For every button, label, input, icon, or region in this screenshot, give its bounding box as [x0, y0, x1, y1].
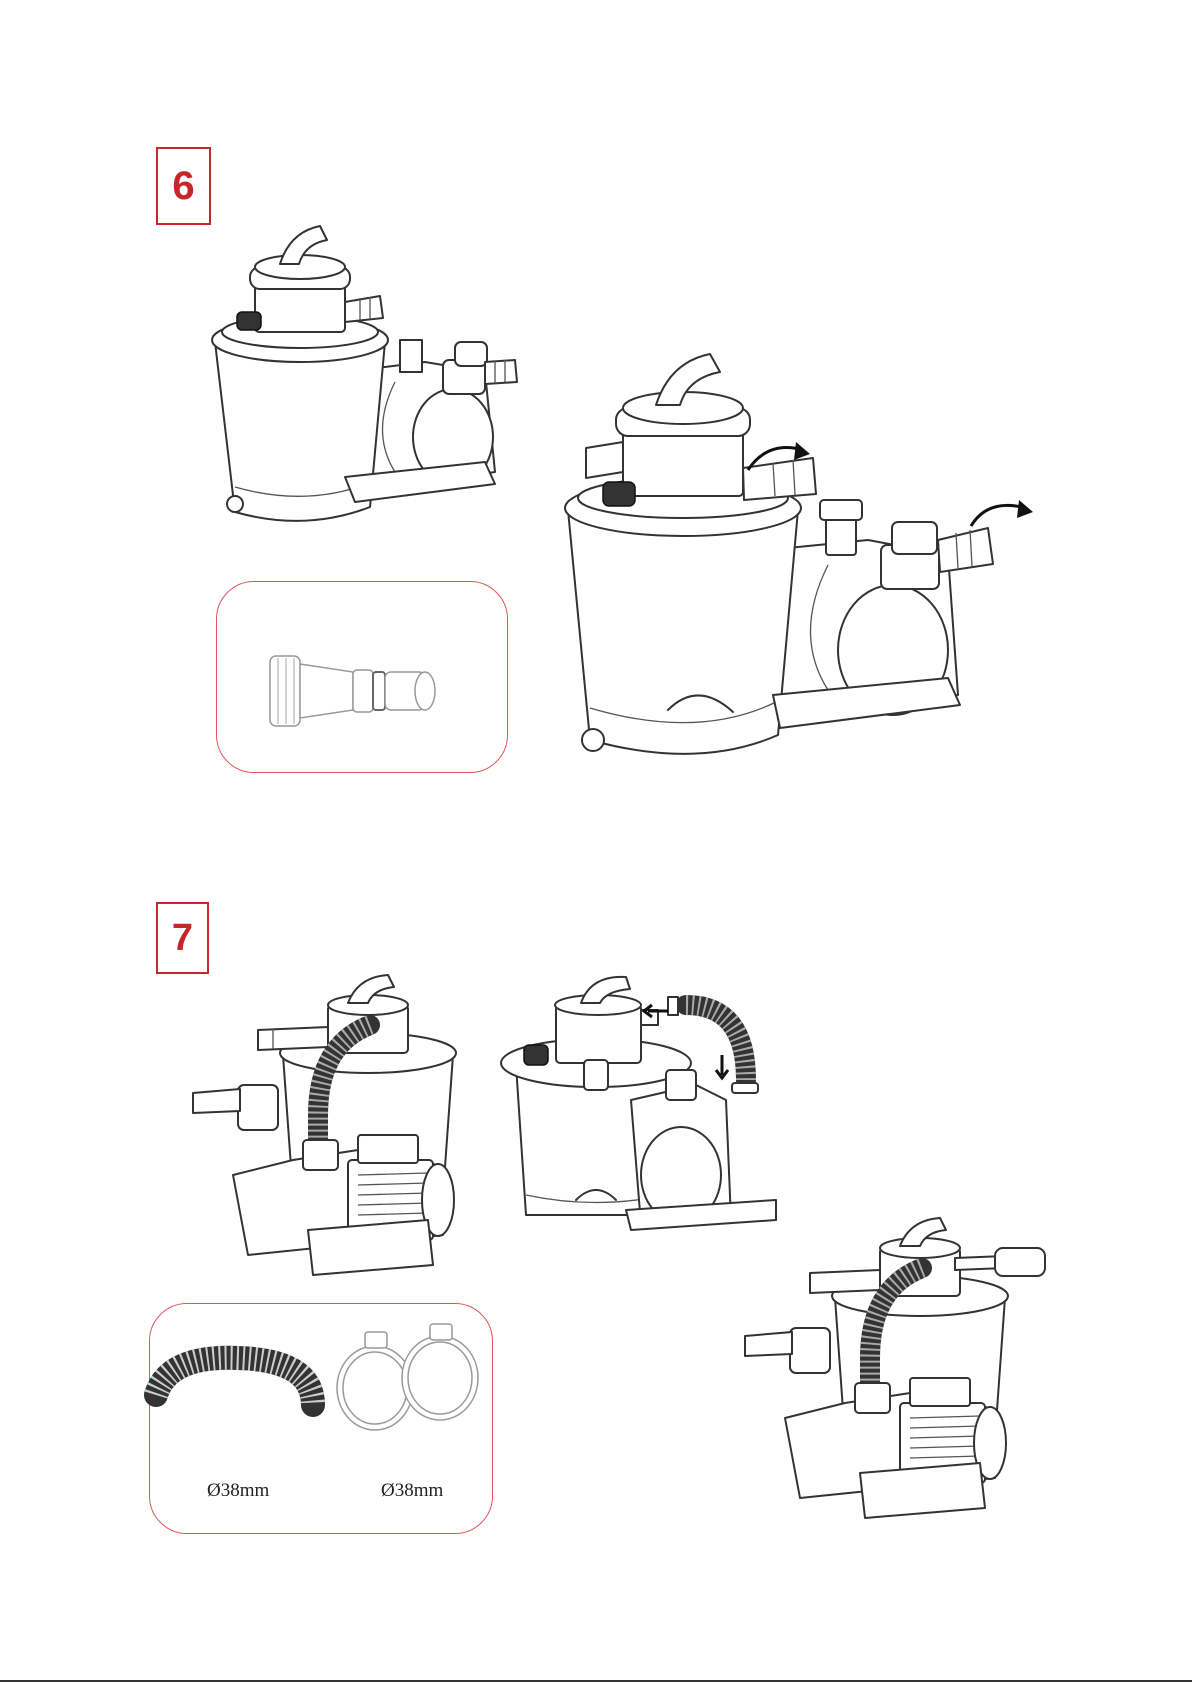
step-6-badge: 6 [156, 147, 211, 225]
page-bottom-rule [0, 1680, 1192, 1682]
insert-arrow-icon [716, 1055, 728, 1078]
hose-adapter-icon [258, 646, 458, 736]
hose-icon [148, 1350, 328, 1440]
step-6-assembly-before [195, 222, 535, 542]
hose-diameter-label: Ø38mm [207, 1480, 269, 1502]
step-7-assembly-final [740, 1218, 1050, 1538]
step-7-assembly-middle [496, 975, 796, 1255]
step-6-assembly-after [548, 350, 1048, 780]
step-7-assembly-left [188, 975, 488, 1285]
step-6-number: 6 [172, 164, 194, 209]
rotate-clockwise-arrow-icon [971, 500, 1033, 526]
clamp-diameter-label: Ø38mm [381, 1480, 443, 1502]
hose-clamp-icon [330, 1318, 490, 1438]
step-7-number: 7 [172, 917, 193, 960]
step-7-badge: 7 [156, 902, 209, 974]
